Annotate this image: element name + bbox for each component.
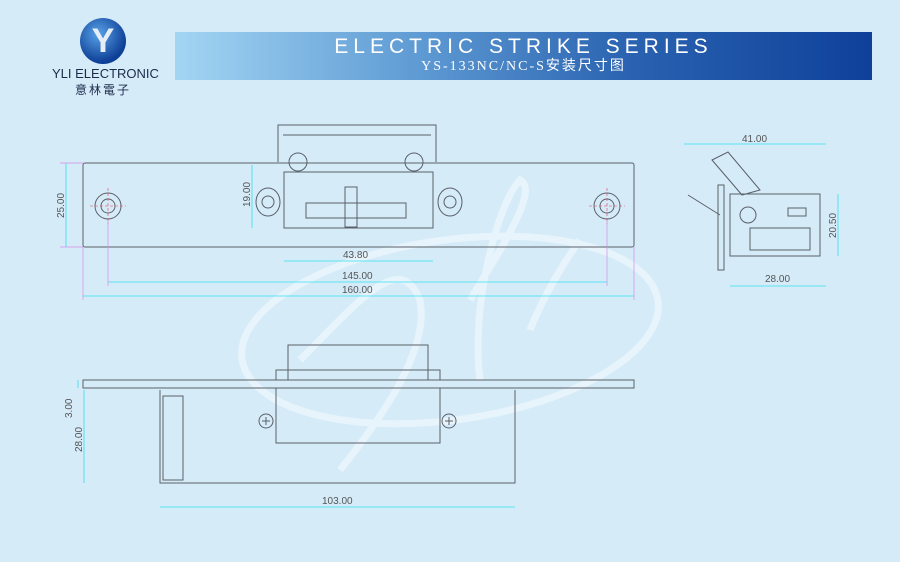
front-view xyxy=(82,124,635,248)
dim-side-depth: 28.00 xyxy=(765,274,790,285)
company-logo: Y YLI ELECTRONIC 意林電子 xyxy=(52,18,159,98)
banner-title: ELECTRIC STRIKE SERIES xyxy=(334,35,713,58)
bottom-view xyxy=(82,344,635,484)
dim-bottom-length: 103.00 xyxy=(322,496,353,507)
title-banner: ELECTRIC STRIKE SERIES YS-133NC/NC-S安装尺寸… xyxy=(175,32,872,80)
dim-hole-spacing: 145.00 xyxy=(342,271,373,282)
dim-bottom-thickness: 3.00 xyxy=(64,398,75,418)
dim-bottom-depth: 28.00 xyxy=(74,427,85,452)
dim-side-width: 41.00 xyxy=(742,134,767,145)
dim-side-height: 20.50 xyxy=(828,213,839,238)
logo-name-cn: 意林電子 xyxy=(74,83,131,97)
logo-name-en: YLI ELECTRONIC xyxy=(52,66,159,81)
watermark xyxy=(238,175,662,473)
logo-mark: Y xyxy=(80,18,126,64)
dim-front-center-height: 19.00 xyxy=(242,182,253,207)
side-view xyxy=(687,151,821,271)
dim-plate-length: 160.00 xyxy=(342,285,373,296)
dim-body-width: 43.80 xyxy=(343,250,368,261)
banner-subtitle: YS-133NC/NC-S安装尺寸图 xyxy=(421,59,626,74)
dim-front-height: 25.00 xyxy=(56,193,67,218)
